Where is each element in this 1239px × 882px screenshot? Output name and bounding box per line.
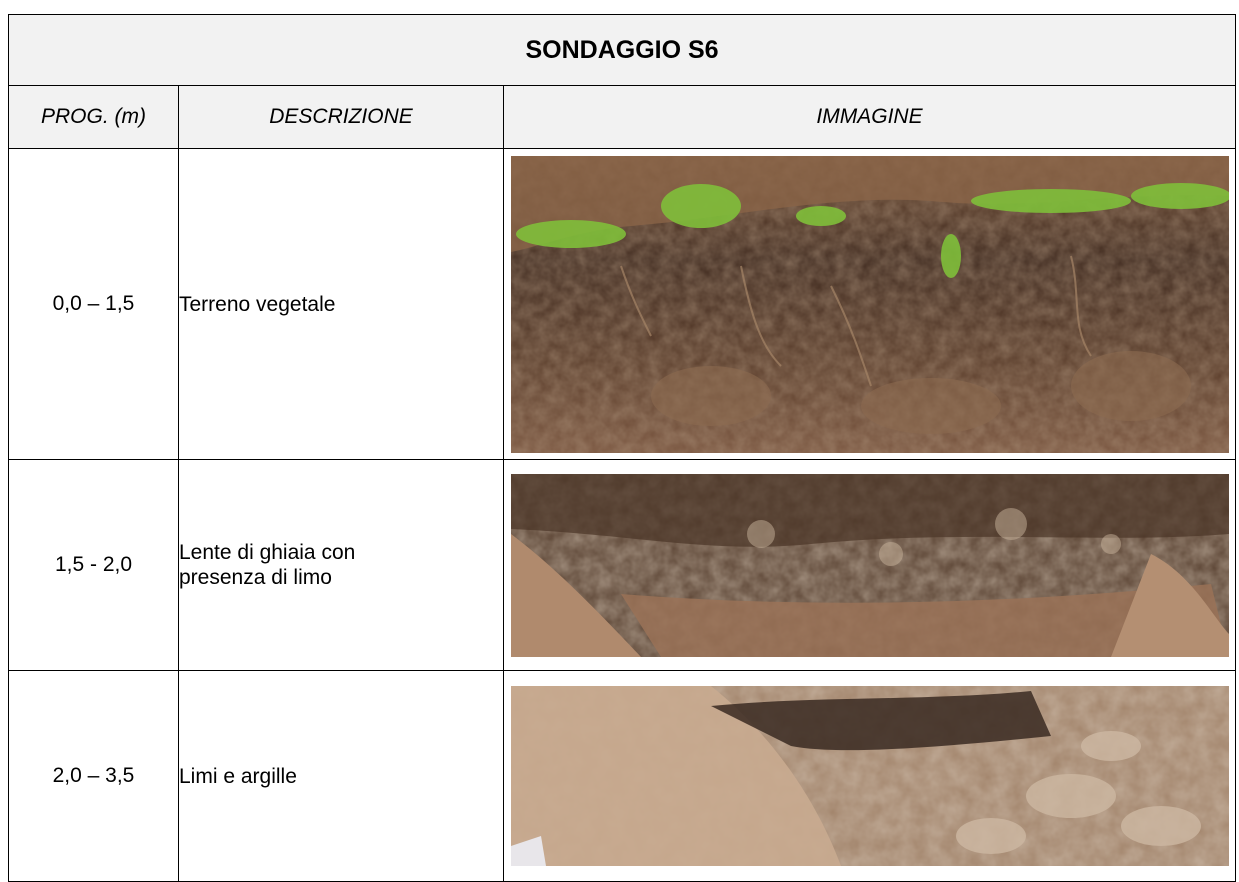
row-description: Lente di ghiaia con presenza di limo — [178, 459, 504, 671]
row-description: Limi e argille — [178, 670, 504, 882]
row-image-cell — [502, 459, 1237, 671]
row-image-cell — [502, 148, 1237, 460]
row-prog: 1,5 - 2,0 — [8, 459, 179, 671]
row-image-cell — [502, 670, 1237, 882]
table-row: 0,0 – 1,5 Terreno vegetale — [8, 148, 1237, 460]
table-row: 2,0 – 3,5 Limi e argille — [8, 670, 1237, 882]
header-immagine: IMMAGINE — [502, 85, 1237, 149]
table-row: 1,5 - 2,0 Lente di ghiaia con presenza d… — [8, 459, 1237, 671]
row-prog: 0,0 – 1,5 — [8, 148, 179, 460]
table-title: SONDAGGIO S6 — [7, 14, 1237, 86]
soil-photo-gravel-lens — [510, 473, 1229, 657]
row-description: Terreno vegetale — [178, 148, 504, 460]
header-descrizione: DESCRIZIONE — [178, 85, 504, 149]
row-prog: 2,0 – 3,5 — [8, 670, 179, 882]
row-description-text: Lente di ghiaia con presenza di limo — [179, 541, 356, 589]
soil-photo-silt-clay — [510, 686, 1229, 866]
soil-photo-topsoil — [510, 155, 1229, 453]
header-prog: PROG. (m) — [8, 85, 179, 149]
soil-log-table: SONDAGGIO S6 PROG. (m) DESCRIZIONE IMMAG… — [7, 14, 1237, 882]
